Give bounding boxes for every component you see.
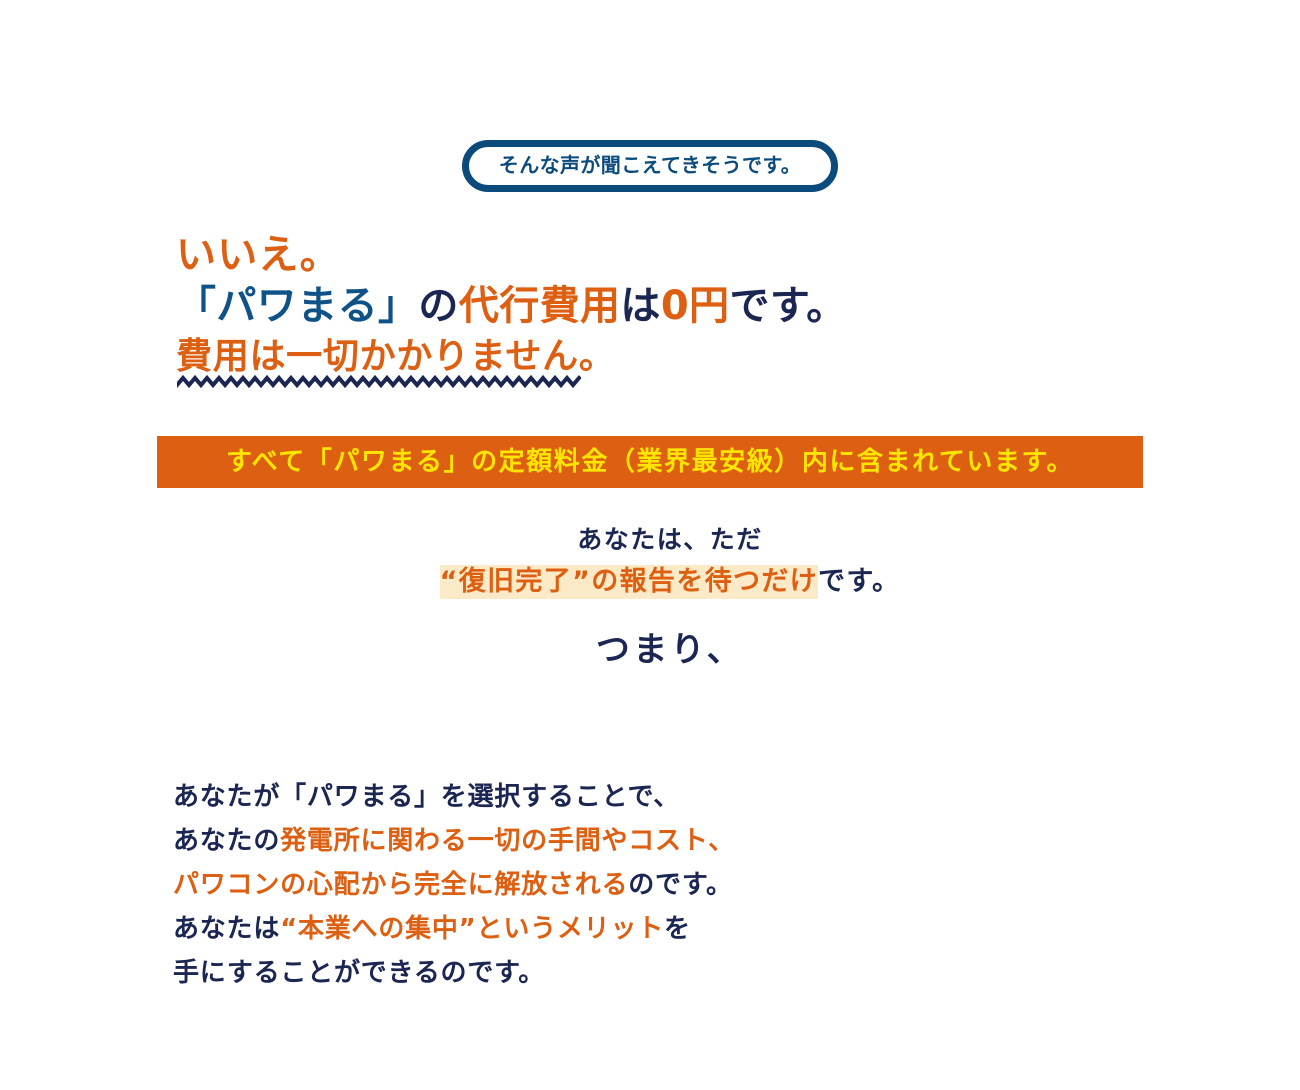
wait-report-block: あなたは、ただ “復旧完了”の報告を待つだけです。 [0,524,1300,600]
headline-seg-no: の [418,283,459,330]
benefit-line-5: 手にすることができるのです。 [173,958,546,988]
wait-report-highlight: “復旧完了”の報告を待つだけ [439,564,819,599]
wavy-underline [177,374,581,390]
headline-seg-zero-yen: 0円 [660,283,730,330]
headline-block: いいえ。 「パワまる」の代行費用は0円です。 費用は一切かかりません。 [176,232,1176,379]
brand-name: 「パワまる」 [176,283,419,330]
headline-line-3: 費用は一切かかりません。 [176,336,616,378]
benefit-line-2: あなたの発電所に関わる一切の手間やコスト、 [173,828,1173,854]
benefit-line-2-accent: 発電所に関わる一切の手間やコスト、 [280,826,735,856]
benefit-line-3: パワコンの心配から完全に解放されるのです。 [173,872,1173,898]
headline-line-2: 「パワまる」の代行費用は0円です。 [176,283,1176,330]
benefit-line-4-tail: を [664,914,691,944]
benefit-paragraph: あなたが「パワまる」を選択することで、 あなたの発電所に関わる一切の手間やコスト… [173,784,1173,986]
benefit-line-2-head: あなたの [173,826,281,856]
benefit-line-4-accent: “本業への集中”というメリット [280,914,665,944]
wait-report-line-1: あなたは、ただ [577,525,763,554]
pricing-banner-text: すべて「パワまる」の定額料金（業界最安級）内に含まれています。 [225,447,1075,477]
tsumari-block: つまり、 [0,630,1300,671]
wait-report-line-2: “復旧完了”の報告を待つだけです。 [40,564,1300,600]
voice-badge: そんな声が聞こえてきそうです。 [461,140,839,192]
benefit-line-4: あなたは“本業への集中”というメリットを [173,916,1173,942]
pricing-banner: すべて「パワまる」の定額料金（業界最安級）内に含まれています。 [157,436,1143,488]
wait-report-tail: です。 [818,565,901,597]
benefit-line-1: あなたが「パワまる」を選択することで、 [173,782,681,812]
benefit-line-4-head: あなたは [173,914,281,944]
wavy-underline-icon [177,374,581,389]
tsumari-text: つまり、 [595,630,745,670]
headline-seg-fee: 代行費用 [458,283,621,330]
benefit-line-3-tail: のです。 [628,870,733,900]
benefit-line-3-accent: パワコンの心配から完全に解放される [173,870,629,900]
badge-row: そんな声が聞こえてきそうです。 [0,140,1300,192]
headline-seg-desu: です。 [729,283,847,330]
voice-badge-label: そんな声が聞こえてきそうです。 [498,153,802,177]
headline-line-1: いいえ。 [176,232,341,278]
headline-seg-wa: は [620,283,661,330]
